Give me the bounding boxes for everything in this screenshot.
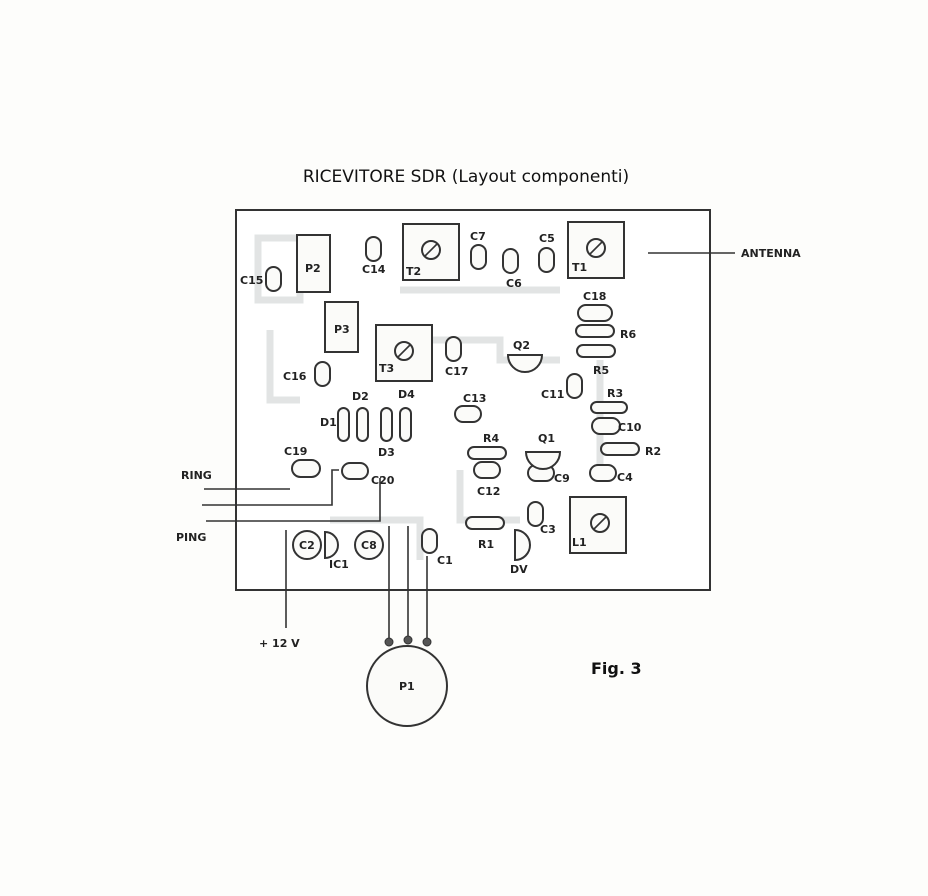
t1-label: T1 bbox=[572, 261, 587, 274]
c15-label: C15 bbox=[240, 274, 263, 287]
r2-label: R2 bbox=[645, 445, 661, 458]
capacitor-c3: C3 bbox=[527, 501, 556, 536]
r4-label: R4 bbox=[483, 432, 499, 445]
capacitor-c18: C18 bbox=[577, 290, 613, 322]
c10-label: C10 bbox=[618, 421, 642, 434]
potentiometer-p1: P1 bbox=[366, 526, 448, 727]
d4-label: D4 bbox=[398, 388, 415, 401]
capacitor-c10: C10 bbox=[591, 417, 642, 435]
transistor-q2: Q2 bbox=[506, 339, 544, 373]
supply-connection: + 12 V bbox=[259, 530, 300, 650]
transformer-t3: T3 bbox=[375, 324, 433, 382]
capacitor-c5: C5 bbox=[538, 232, 555, 273]
capacitor-c12: C12 bbox=[473, 461, 501, 498]
capacitor-c7: C7 bbox=[470, 230, 487, 270]
p1-label: P1 bbox=[399, 680, 415, 693]
c3-label: C3 bbox=[540, 523, 556, 536]
t2-label: T2 bbox=[406, 265, 421, 278]
varicap-dv: DV bbox=[510, 528, 531, 576]
d3-label: D3 bbox=[378, 446, 395, 459]
capacitor-c11: C11 bbox=[541, 373, 583, 401]
d2-label: D2 bbox=[352, 390, 369, 403]
c1-label: C1 bbox=[437, 554, 453, 567]
faint-copper-traces bbox=[254, 234, 604, 560]
q1-label: Q1 bbox=[538, 432, 555, 445]
capacitor-c8: C8 bbox=[354, 530, 384, 560]
diode-d4: D4 bbox=[398, 388, 415, 442]
capacitor-c1: C1 bbox=[421, 528, 453, 567]
c13-label: C13 bbox=[463, 392, 486, 405]
r5-label: R5 bbox=[593, 364, 609, 377]
resistor-r6: R6 bbox=[575, 324, 636, 341]
c12-label: C12 bbox=[477, 485, 500, 498]
transformer-t2: T2 bbox=[402, 223, 460, 281]
l1-label: L1 bbox=[572, 536, 587, 549]
supply-label: + 12 V bbox=[259, 637, 300, 650]
integrated-circuit-ic1: IC1 bbox=[324, 530, 349, 571]
c7-label: C7 bbox=[470, 230, 486, 243]
ping-label: PING bbox=[176, 531, 206, 544]
transformer-t1: T1 bbox=[567, 221, 625, 279]
c11-label: C11 bbox=[541, 388, 564, 401]
p3-label: P3 bbox=[334, 323, 350, 336]
capacitor-c19: C19 bbox=[284, 445, 321, 478]
diode-d1: D1 bbox=[320, 407, 350, 442]
c4-label: C4 bbox=[617, 471, 633, 484]
r3-label: R3 bbox=[607, 387, 623, 400]
resistor-r5: R5 bbox=[576, 344, 616, 377]
capacitor-c16: C16 bbox=[283, 361, 331, 387]
diagram-title: RICEVITORE SDR (Layout componenti) bbox=[303, 167, 629, 187]
d1-label: D1 bbox=[320, 416, 337, 429]
c5-label: C5 bbox=[539, 232, 555, 245]
capacitor-c17: C17 bbox=[445, 336, 468, 378]
capacitor-c4: C4 bbox=[589, 464, 633, 484]
c6-label: C6 bbox=[506, 277, 522, 290]
capacitor-c6: C6 bbox=[502, 248, 522, 290]
resistor-r3: R3 bbox=[590, 387, 628, 414]
c16-label: C16 bbox=[283, 370, 307, 383]
trimmer-p2: P2 bbox=[296, 234, 331, 293]
q2-label: Q2 bbox=[513, 339, 530, 352]
c8-label: C8 bbox=[361, 539, 377, 552]
antenna-label: ANTENNA bbox=[741, 247, 801, 260]
c2-label: C2 bbox=[299, 539, 315, 552]
p2-label: P2 bbox=[305, 262, 321, 275]
resistor-r2: R2 bbox=[600, 442, 661, 458]
resistor-r4: R4 bbox=[467, 432, 507, 460]
resistor-r1: R1 bbox=[465, 516, 505, 551]
c18-label: C18 bbox=[583, 290, 606, 303]
inductor-l1: L1 bbox=[569, 496, 627, 554]
capacitor-c2: C2 bbox=[292, 530, 322, 560]
trimmer-p3: P3 bbox=[324, 301, 359, 353]
ic1-label: IC1 bbox=[329, 558, 349, 571]
antenna-connection: ANTENNA bbox=[648, 247, 801, 260]
c14-label: C14 bbox=[362, 263, 386, 276]
dv-label: DV bbox=[510, 563, 528, 576]
diode-d3: D3 bbox=[378, 407, 395, 459]
c17-label: C17 bbox=[445, 365, 468, 378]
r1-label: R1 bbox=[478, 538, 494, 551]
capacitor-c15: C15 bbox=[240, 266, 282, 292]
capacitor-c14: C14 bbox=[362, 236, 386, 276]
c19-label: C19 bbox=[284, 445, 307, 458]
transistor-q1: Q1 bbox=[524, 432, 562, 470]
ring-ping-connections: RING PING bbox=[176, 469, 381, 544]
capacitor-c20: C20 bbox=[341, 462, 395, 487]
r6-label: R6 bbox=[620, 328, 636, 341]
c9-label: C9 bbox=[554, 472, 570, 485]
ring-label: RING bbox=[181, 469, 212, 482]
t3-label: T3 bbox=[379, 362, 394, 375]
figure-label: Fig. 3 bbox=[591, 659, 642, 678]
diode-d2: D2 bbox=[352, 390, 369, 442]
c20-label: C20 bbox=[371, 474, 395, 487]
capacitor-c13: C13 bbox=[454, 392, 486, 423]
